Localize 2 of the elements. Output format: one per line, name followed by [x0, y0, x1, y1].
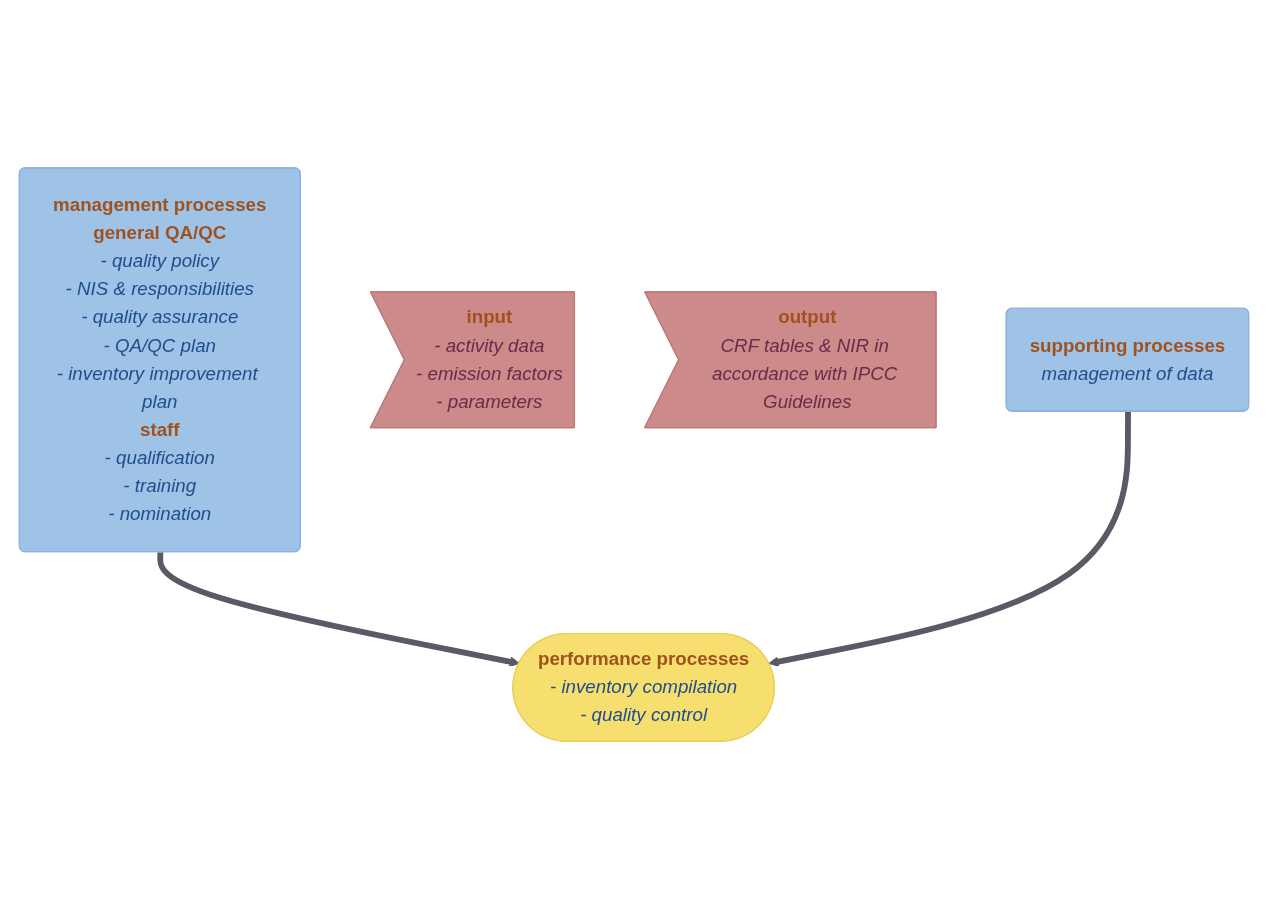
arrow [768, 411, 1131, 667]
arrow [157, 552, 520, 667]
